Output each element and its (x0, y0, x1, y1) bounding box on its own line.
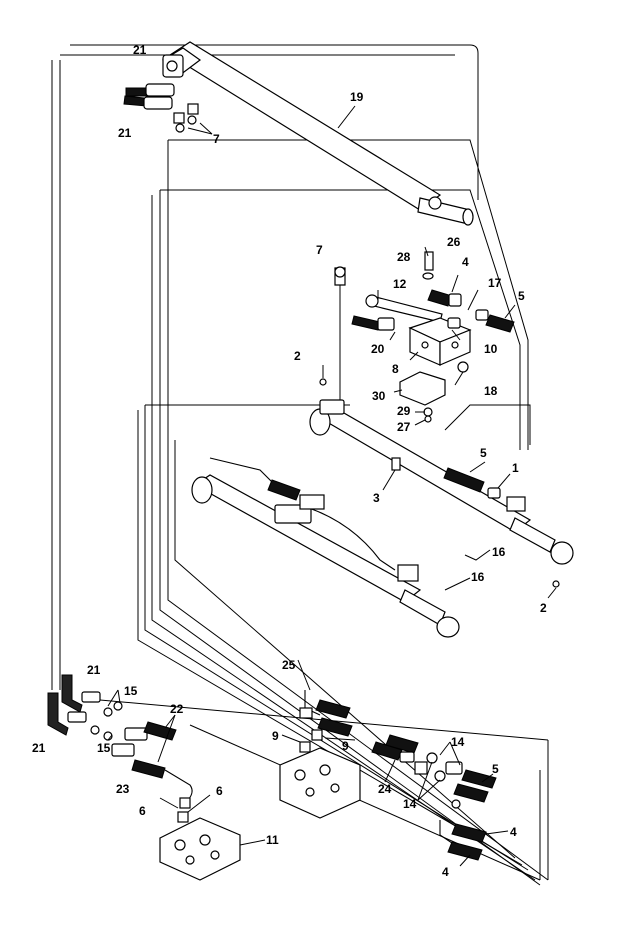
callout-19: 19 (350, 90, 364, 104)
callout-18: 18 (484, 384, 498, 398)
valve-block-assembly (319, 251, 515, 423)
callout-4: 4 (510, 825, 517, 839)
callout-22: 22 (170, 702, 184, 716)
callout-17: 17 (488, 276, 502, 290)
callout-6: 6 (216, 784, 223, 798)
callout-4: 4 (442, 865, 449, 879)
callout-21: 21 (32, 741, 46, 755)
callout-2: 2 (540, 601, 547, 615)
callout-15: 15 (124, 684, 138, 698)
callout-15: 15 (97, 741, 111, 755)
callout-20: 20 (371, 342, 385, 356)
callout-30: 30 (372, 389, 386, 403)
callout-12: 12 (393, 277, 407, 291)
callout-14: 14 (451, 735, 465, 749)
right-valve-24 (279, 690, 497, 861)
callout-8: 8 (392, 362, 399, 376)
callout-11: 11 (266, 833, 279, 847)
cylinder-19 (161, 41, 474, 226)
callout-1: 1 (512, 461, 519, 475)
callout-labels: 21 21 19 7 7 26 28 4 17 5 12 20 10 8 2 1… (32, 43, 547, 879)
callout-21: 21 (87, 663, 101, 677)
callout-2: 2 (294, 349, 301, 363)
callout-3: 3 (373, 491, 380, 505)
callout-16: 16 (471, 570, 485, 584)
callout-5: 5 (492, 762, 499, 776)
callout-10: 10 (484, 342, 498, 356)
callout-29: 29 (397, 404, 411, 418)
callout-5: 5 (518, 289, 525, 303)
callout-24: 24 (378, 782, 392, 796)
cylinder-lower (191, 457, 460, 638)
callout-7: 7 (213, 132, 220, 146)
top-left-hoses (123, 83, 199, 133)
callout-16: 16 (492, 545, 506, 559)
callout-5: 5 (480, 446, 487, 460)
callout-25: 25 (282, 658, 296, 672)
callout-26: 26 (447, 235, 461, 249)
callout-9: 9 (272, 729, 279, 743)
callout-21: 21 (118, 126, 132, 140)
callout-23: 23 (116, 782, 130, 796)
callout-4: 4 (462, 255, 469, 269)
callout-28: 28 (397, 250, 411, 264)
callout-9: 9 (342, 739, 349, 753)
left-valve-11 (47, 674, 241, 881)
callout-6: 6 (139, 804, 146, 818)
cylinder-16-upper (309, 399, 574, 588)
leader-lines (107, 105, 557, 867)
callout-21: 21 (133, 43, 147, 57)
callout-7: 7 (316, 243, 323, 257)
callout-14: 14 (403, 797, 417, 811)
callout-27: 27 (397, 420, 411, 434)
